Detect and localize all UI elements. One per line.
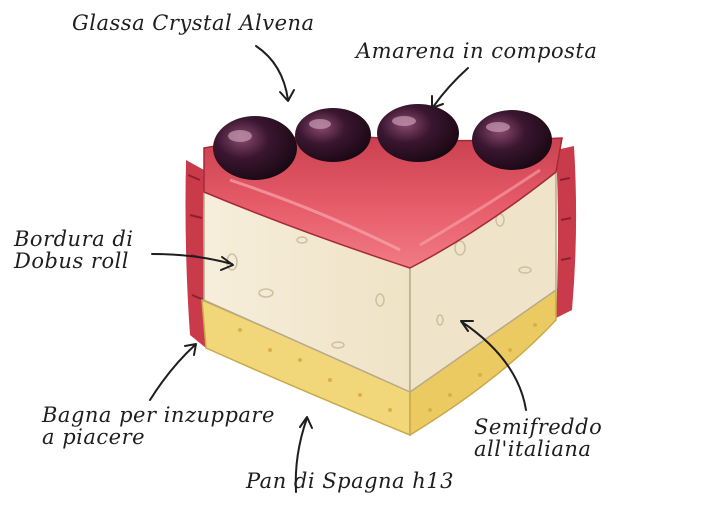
label-bordura: Bordura di Dobus roll <box>14 227 134 274</box>
cherry-1 <box>213 116 297 180</box>
label-semifreddo: Semifreddo all'italiana <box>474 415 603 462</box>
label-pan: Pan di Spagna h13 <box>246 469 454 493</box>
label-bagna: Bagna per inzuppare a piacere <box>42 403 275 450</box>
arrow-semifreddo <box>460 320 527 411</box>
label-amarena: Amarena in composta <box>356 39 598 63</box>
cherry-3 <box>377 104 459 162</box>
arrow-glassa <box>255 45 295 102</box>
border-roll-left <box>185 160 206 348</box>
cherry-2 <box>295 108 371 162</box>
cherry-4 <box>472 110 552 170</box>
annotation-arrows <box>149 45 527 493</box>
arrow-bordura <box>151 253 234 271</box>
arrow-amarena <box>431 67 469 109</box>
semifreddo-layer <box>203 168 557 394</box>
border-roll-right <box>556 146 577 318</box>
arrow-bagna <box>149 343 197 401</box>
sponge-layer <box>201 288 557 437</box>
arrow-pan <box>294 416 313 493</box>
cherries <box>213 104 552 180</box>
label-glassa: Glassa Crystal Alvena <box>72 11 315 35</box>
